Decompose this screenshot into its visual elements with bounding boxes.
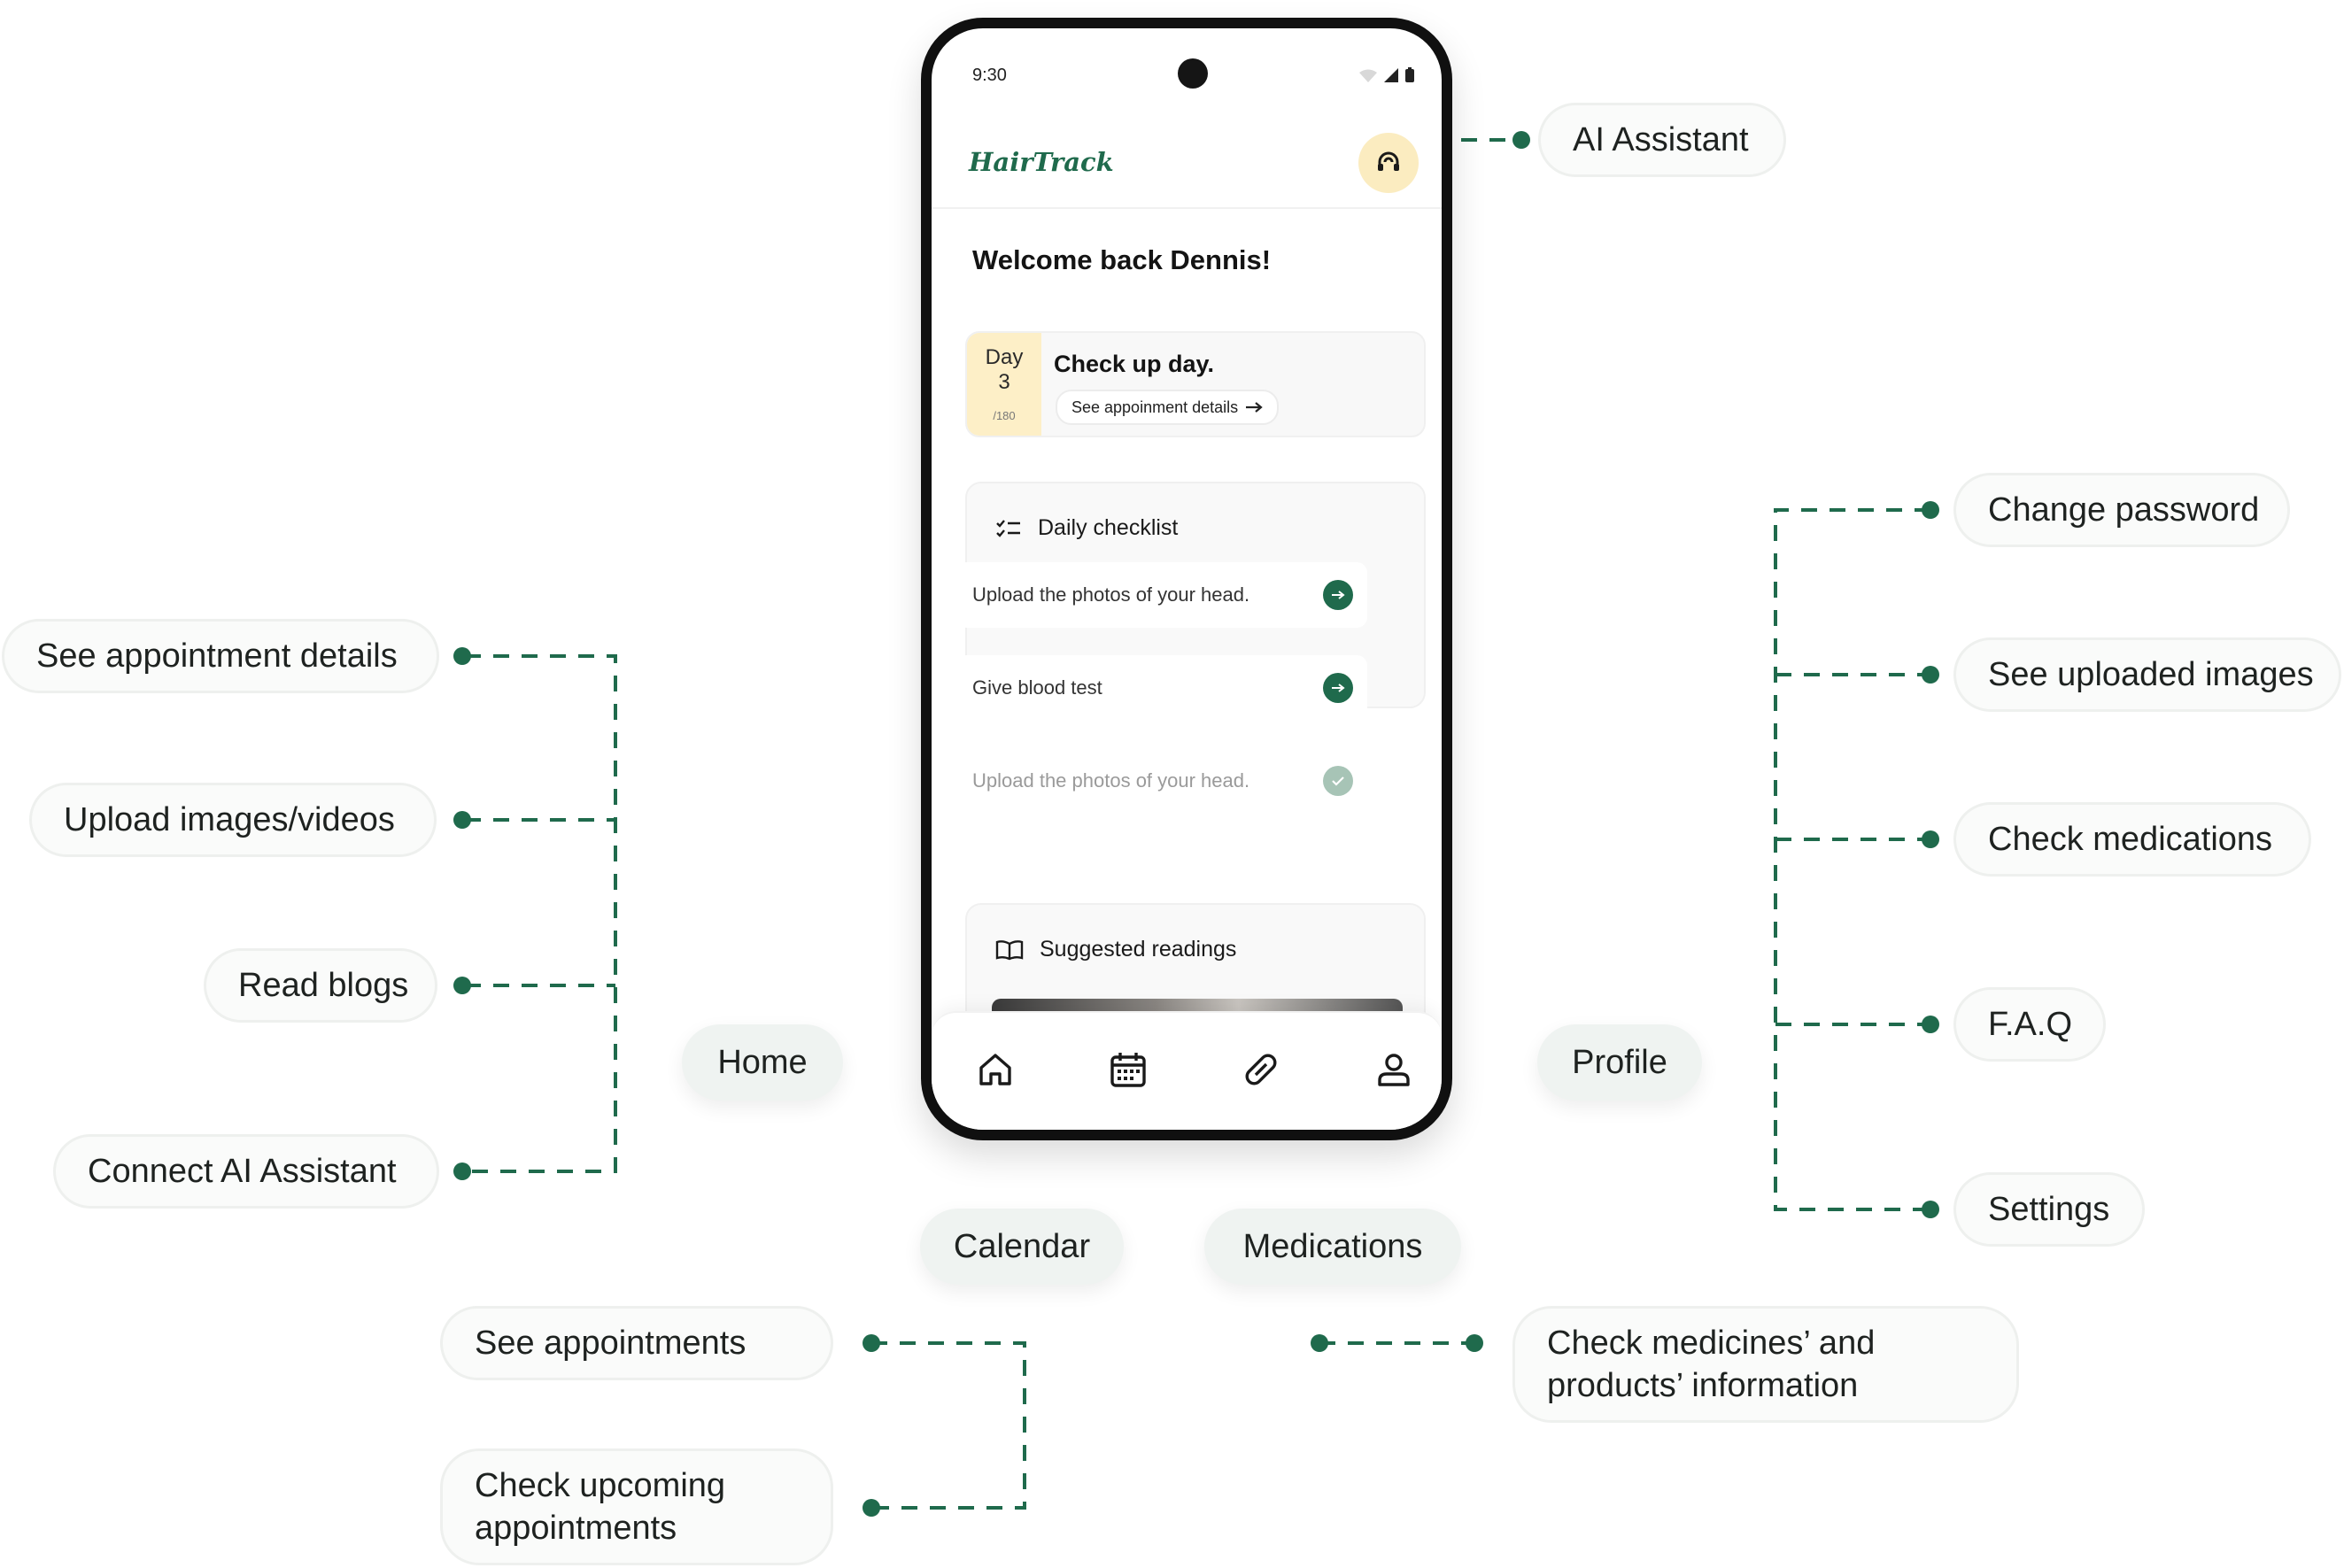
signal-icon: [1384, 68, 1398, 82]
checklist-task[interactable]: Give blood test: [956, 655, 1367, 721]
home-icon[interactable]: [971, 1045, 1020, 1094]
user-icon[interactable]: [1369, 1045, 1419, 1094]
status-icons: [1358, 67, 1415, 83]
day-counter: Day 3 /180: [967, 333, 1041, 436]
check-circle-icon[interactable]: [1323, 766, 1353, 796]
pill-icon[interactable]: [1236, 1045, 1286, 1094]
appointment-details-link[interactable]: See appoinment details: [1056, 390, 1280, 425]
day-total: /180: [993, 409, 1016, 422]
feature-read-blogs: Read blogs: [204, 948, 437, 1023]
app-logo: HairTrack: [969, 147, 1114, 177]
tab-home: Home: [682, 1024, 843, 1101]
arrow-circle-icon[interactable]: [1323, 673, 1353, 703]
feature-upload-images-videos: Upload images/videos: [29, 783, 437, 857]
day-label: Day: [985, 345, 1024, 369]
feature-see-appointments: See appointments: [440, 1306, 833, 1380]
bottom-navigation: [932, 1011, 1442, 1130]
feature-settings: Settings: [1953, 1172, 2145, 1247]
appointment-details-label: See appoinment details: [1071, 398, 1239, 416]
checkup-title: Check up day.: [1054, 351, 1215, 377]
phone-mockup: 9:30 HairTrack Welcome back Dennis! Day …: [921, 18, 1452, 1140]
headset-icon: [1378, 151, 1399, 171]
feature-connect-ai-assistant: Connect AI Assistant: [53, 1134, 439, 1209]
suggested-readings-header: Suggested readings: [995, 937, 1236, 962]
feature-check-medications: Check medications: [1953, 802, 2311, 877]
checklist-task-done[interactable]: Upload the photos of your head.: [956, 748, 1367, 814]
feature-ai-assistant: AI Assistant: [1538, 103, 1786, 177]
status-time: 9:30: [972, 66, 1007, 85]
checkup-card: Day 3 /180 Check up day. See appoinment …: [965, 331, 1426, 437]
book-icon: [995, 939, 1024, 960]
status-bar: 9:30: [932, 28, 1442, 89]
camera-notch: [1178, 58, 1208, 89]
tab-medications: Medications: [1204, 1209, 1461, 1285]
welcome-heading: Welcome back Dennis!: [972, 244, 1272, 275]
feature-see-uploaded-images: See uploaded images: [1953, 637, 2341, 712]
arrow-right-icon: [1246, 402, 1263, 413]
suggested-readings-title: Suggested readings: [1040, 937, 1237, 962]
task-label: Upload the photos of your head.: [972, 583, 1250, 606]
feature-check-upcoming-appointments: Check upcoming appointments: [440, 1448, 833, 1565]
daily-checklist-title: Daily checklist: [1038, 515, 1179, 540]
ai-assistant-button[interactable]: [1358, 133, 1419, 193]
checklist-icon: [996, 519, 1020, 537]
tab-profile: Profile: [1537, 1024, 1702, 1101]
wifi-icon: [1359, 69, 1377, 82]
checklist-task[interactable]: Upload the photos of your head.: [956, 562, 1367, 628]
calendar-icon[interactable]: [1103, 1045, 1153, 1094]
battery-icon: [1405, 67, 1414, 82]
arrow-circle-icon[interactable]: [1323, 580, 1353, 610]
daily-checklist-header: Daily checklist: [995, 515, 1178, 541]
day-number: 3: [998, 370, 1010, 394]
task-label: Give blood test: [972, 676, 1102, 699]
feature-see-appointment-details: See appointment details: [2, 619, 439, 693]
tab-calendar: Calendar: [920, 1209, 1124, 1285]
feature-change-password: Change password: [1953, 473, 2290, 547]
feature-check-medicines-products-info: Check medicines’ and products’ informati…: [1512, 1306, 2019, 1423]
task-label: Upload the photos of your head.: [972, 769, 1250, 792]
app-header: HairTrack: [932, 115, 1442, 209]
feature-faq: F.A.Q: [1953, 987, 2106, 1062]
